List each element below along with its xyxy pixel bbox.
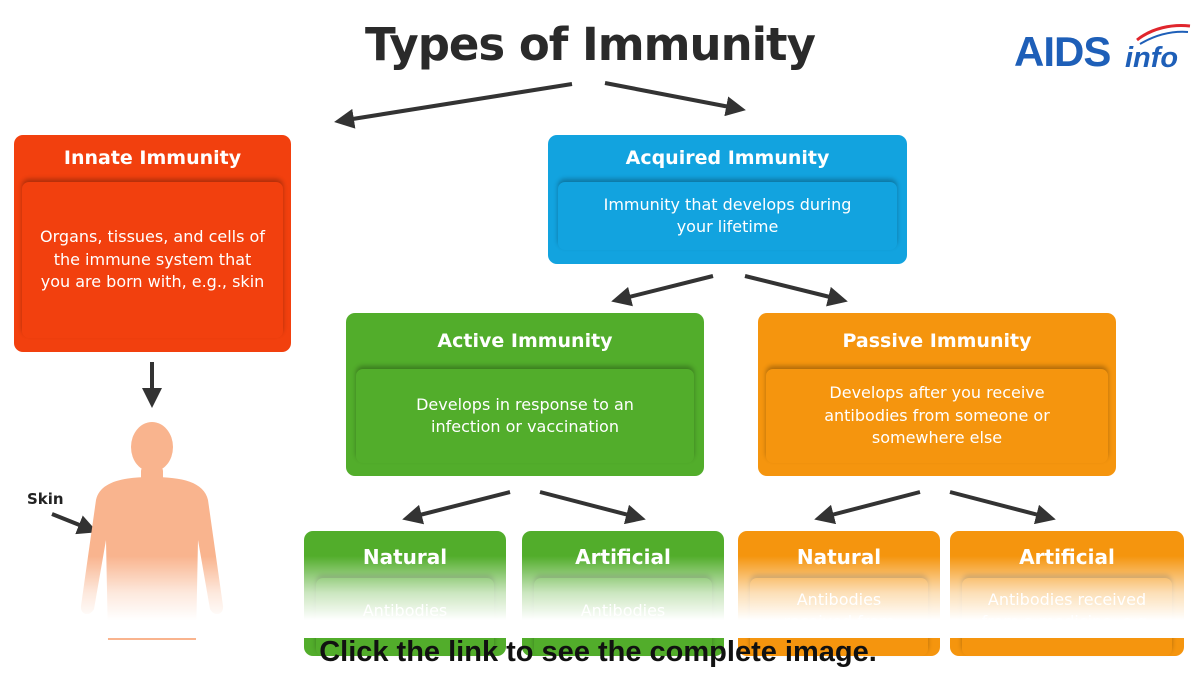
active-immunity-box: Active Immunity Develops in response to … <box>346 313 704 476</box>
aidsinfo-logo[interactable]: AIDS info <box>1012 22 1192 82</box>
see-complete-image-link[interactable]: Click the link to see the complete image… <box>319 636 877 668</box>
active-immunity-description: Develops in response to an infection or … <box>356 369 694 463</box>
acquired-immunity-box: Acquired Immunity Immunity that develops… <box>548 135 907 264</box>
arrow-to-active-natural <box>402 490 511 525</box>
page-title: Types of Immunity <box>365 18 816 71</box>
innate-immunity-box: Innate Immunity Organs, tissues, and cel… <box>14 135 291 352</box>
innate-immunity-description: Organs, tissues, and cells of the immune… <box>22 182 283 338</box>
arrow-to-active <box>611 274 714 307</box>
innate-immunity-title: Innate Immunity <box>63 147 242 169</box>
arrow-to-active-artificial <box>539 490 646 525</box>
arrow-to-skin <box>51 512 98 535</box>
logo-aids-text: AIDS <box>1014 28 1111 75</box>
logo-swoosh-icon <box>1136 24 1191 45</box>
arrow-to-passive <box>744 274 848 307</box>
acquired-immunity-title: Acquired Immunity <box>625 147 830 169</box>
arrow-to-innate <box>334 82 573 129</box>
logo-info-text: info <box>1125 42 1179 74</box>
passive-immunity-box: Passive Immunity Develops after you rece… <box>758 313 1116 476</box>
arrow-to-passive-natural <box>814 490 921 525</box>
active-immunity-title: Active Immunity <box>437 330 613 352</box>
bottom-fade-overlay <box>0 556 1196 638</box>
passive-immunity-title: Passive Immunity <box>842 330 1032 352</box>
passive-immunity-description: Develops after you receive antibodies fr… <box>766 369 1108 463</box>
skin-label: Skin <box>27 490 64 508</box>
acquired-immunity-description: Immunity that develops during your lifet… <box>558 182 897 250</box>
arrow-to-passive-artificial <box>949 490 1056 525</box>
arrow-to-acquired <box>604 81 746 117</box>
